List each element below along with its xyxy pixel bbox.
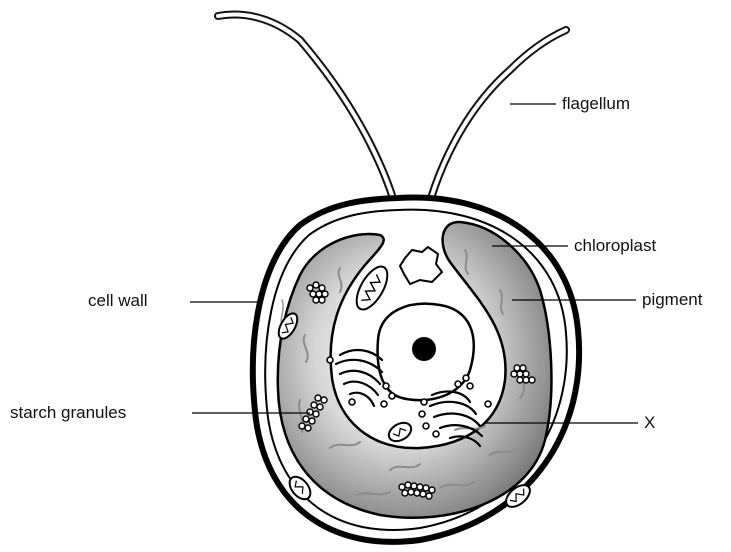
- label-starch-granules: starch granules: [10, 403, 126, 423]
- label-chloroplast: chloroplast: [574, 236, 656, 256]
- label-flagellum: flagellum: [562, 94, 630, 114]
- nucleolus: [412, 337, 436, 361]
- label-cell-wall: cell wall: [88, 291, 148, 311]
- label-x: X: [644, 413, 655, 433]
- label-pigment: pigment: [642, 290, 702, 310]
